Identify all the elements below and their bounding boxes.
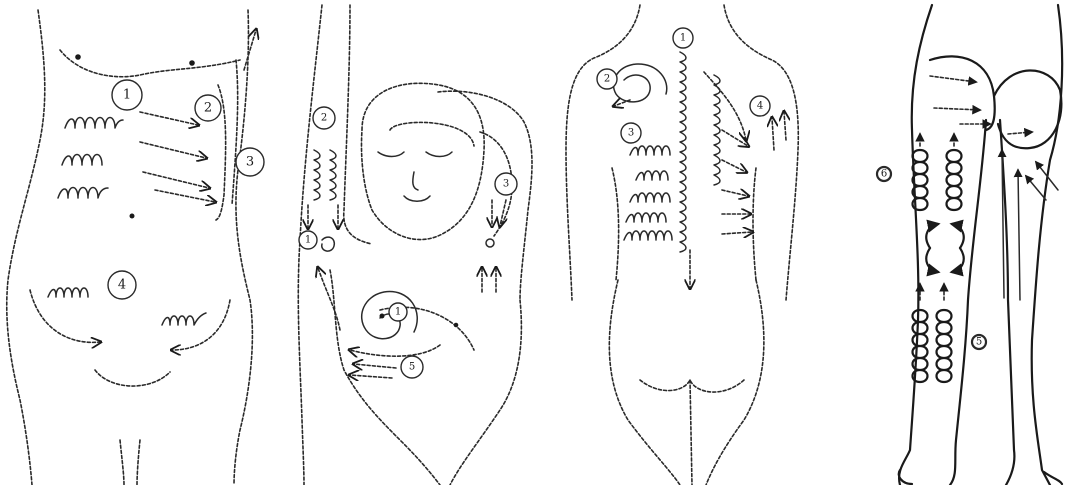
marker-3: 3 [236, 148, 264, 176]
marker-6: 6 [877, 167, 891, 181]
marker-5: 5 [972, 335, 986, 349]
svg-text:2: 2 [604, 74, 610, 85]
marker-3d: 3 [621, 123, 641, 143]
svg-text:4: 4 [118, 278, 126, 293]
marker-2b: 2 [313, 107, 335, 129]
svg-text:6: 6 [881, 169, 887, 180]
panel-arms-chest: 2 3 1 1 5 [298, 5, 532, 485]
svg-text:4: 4 [757, 101, 763, 112]
svg-text:3: 3 [246, 155, 254, 170]
marker-1: 1 [112, 80, 142, 110]
svg-text:5: 5 [409, 362, 415, 373]
marker-4: 4 [108, 271, 136, 299]
marker-1c: 1 [389, 303, 407, 321]
svg-text:1: 1 [395, 307, 401, 318]
marker-3b: 3 [495, 173, 517, 195]
svg-text:2: 2 [321, 113, 327, 124]
svg-text:5: 5 [976, 337, 982, 348]
marker-2: 2 [195, 95, 221, 121]
marker-4d: 4 [750, 96, 770, 116]
svg-text:1: 1 [680, 33, 686, 44]
svg-text:1: 1 [123, 88, 131, 103]
marker-1d: 1 [673, 28, 693, 48]
svg-text:2: 2 [204, 101, 212, 116]
panel-legs: 6 5 [877, 5, 1062, 485]
marker-1b: 1 [299, 231, 317, 249]
marker-5b: 5 [401, 356, 423, 378]
svg-text:1: 1 [305, 235, 311, 246]
svg-text:3: 3 [628, 128, 634, 139]
svg-text:3: 3 [503, 179, 509, 190]
panel-abdomen: 1 2 3 4 [7, 10, 264, 485]
marker-2d: 2 [597, 69, 617, 89]
panel-back: 1 2 3 4 [566, 5, 798, 485]
